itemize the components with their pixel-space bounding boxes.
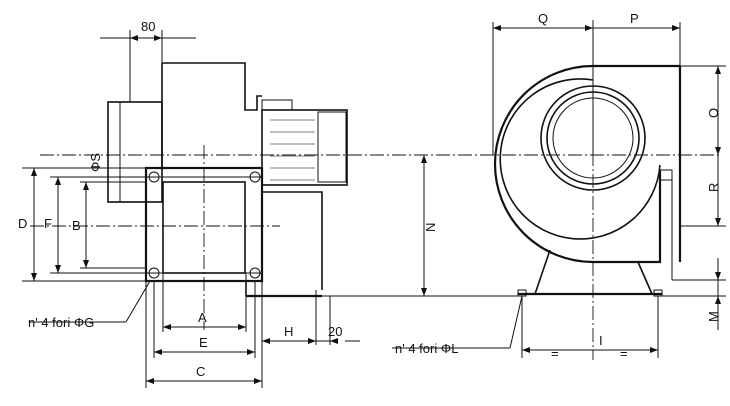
front-view: Q P O R (322, 11, 726, 361)
dim-R-label: R (706, 183, 721, 192)
dim-H-label: H (284, 324, 293, 339)
dim-N-label: N (423, 223, 438, 232)
note-holes-G: n' 4 fori ΦG (28, 315, 94, 330)
dim-D-label: D (18, 216, 27, 231)
dim-20-label: 20 (328, 324, 342, 339)
dim-F-label: F (44, 216, 52, 231)
dim-A-label: A (198, 310, 207, 325)
dim-B-label: B (72, 218, 81, 233)
dim-O-label: O (706, 108, 721, 118)
dim-P-label: P (630, 11, 639, 26)
equal-mark-right: = (620, 346, 628, 361)
side-view: 80 ΦS (18, 19, 720, 388)
dim-C-label: C (196, 364, 205, 379)
dim-E-label: E (199, 335, 208, 350)
dim-80-label: 80 (141, 19, 155, 34)
dim-S-label: ΦS (88, 153, 103, 172)
equal-mark-left: = (551, 346, 559, 361)
dim-I-label: I (599, 333, 603, 348)
dim-M-label: M (706, 311, 721, 322)
dim-Q-label: Q (538, 11, 548, 26)
note-holes-L: n' 4 fori ΦL (395, 341, 458, 356)
